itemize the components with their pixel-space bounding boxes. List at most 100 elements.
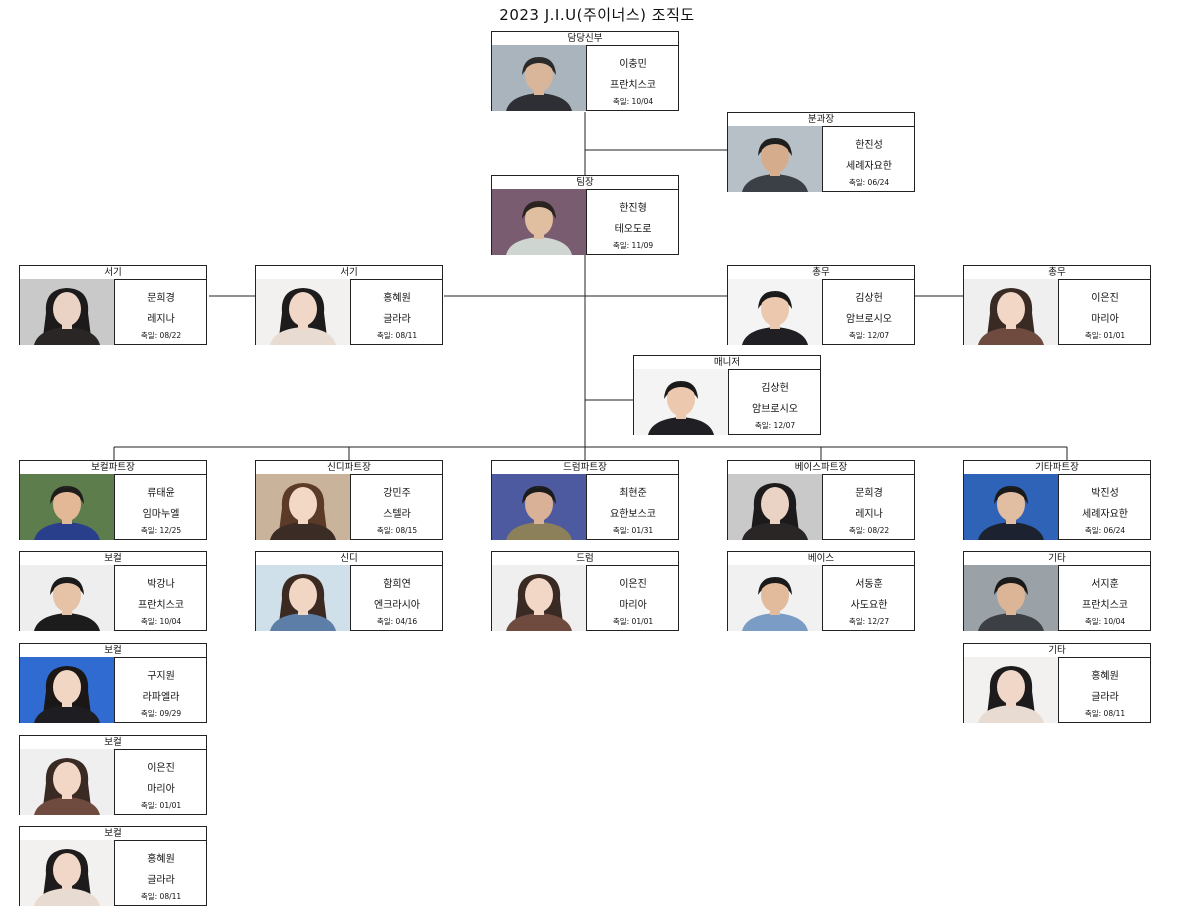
member-card: 보컬 박강나 프란치스코 축일: 10/04 xyxy=(19,551,207,631)
member-name: 한진형 xyxy=(619,203,647,214)
feast-date: 12/27 xyxy=(867,617,890,626)
member-name: 류태윤 xyxy=(147,488,175,499)
member-photo xyxy=(492,565,587,631)
member-photo xyxy=(728,126,823,192)
member-photo xyxy=(492,45,587,111)
member-card: 서기 문희경 레지나 축일: 08/22 xyxy=(19,265,207,345)
member-card: 신디파트장 강민주 스텔라 축일: 08/15 xyxy=(255,460,443,540)
member-photo xyxy=(964,279,1059,345)
role-label: 신디 xyxy=(256,552,442,566)
role-label: 분과장 xyxy=(728,113,914,127)
baptismal-name: 글라라 xyxy=(383,314,411,325)
feast-date: 01/31 xyxy=(631,526,654,535)
member-card: 신디 함희연 엔크라시아 축일: 04/16 xyxy=(255,551,443,631)
role-label: 담당신부 xyxy=(492,32,678,46)
role-label: 보컬 xyxy=(20,827,206,841)
feast-date: 12/25 xyxy=(159,526,182,535)
role-label: 드럼 xyxy=(492,552,678,566)
feast-date: 01/01 xyxy=(159,801,182,810)
feast-label: 축일: xyxy=(1084,709,1102,718)
member-photo xyxy=(256,565,351,631)
member-photo xyxy=(728,279,823,345)
feast-date: 12/07 xyxy=(867,331,890,340)
role-label: 보컬 xyxy=(20,552,206,566)
member-info: 강민주 스텔라 축일: 08/15 xyxy=(351,474,443,540)
feast-label: 축일: xyxy=(612,241,630,250)
member-name: 홍혜원 xyxy=(147,854,175,865)
member-photo xyxy=(728,474,823,540)
member-card: 드럼파트장 최현준 요한보스코 축일: 01/31 xyxy=(491,460,679,540)
baptismal-name: 글라라 xyxy=(147,875,175,886)
feast-date: 08/22 xyxy=(159,331,182,340)
member-photo xyxy=(256,279,351,345)
member-card: 기타파트장 박진성 세례자요한 축일: 06/24 xyxy=(963,460,1151,540)
role-label: 총무 xyxy=(964,266,1150,280)
feast-day: 축일: 12/07 xyxy=(823,330,915,341)
feast-day: 축일: 12/27 xyxy=(823,616,915,627)
member-card: 드럼 이은진 마리아 축일: 01/01 xyxy=(491,551,679,631)
feast-day: 축일: 10/04 xyxy=(115,616,207,627)
feast-date: 06/24 xyxy=(867,178,890,187)
role-label: 드럼파트장 xyxy=(492,461,678,475)
member-name: 함희연 xyxy=(383,579,411,590)
feast-day: 축일: 08/11 xyxy=(115,891,207,902)
member-name: 이은진 xyxy=(1091,293,1119,304)
baptismal-name: 사도요한 xyxy=(850,600,888,611)
baptismal-name: 세례자요한 xyxy=(1082,509,1128,520)
role-label: 베이스 xyxy=(728,552,914,566)
feast-date: 01/01 xyxy=(631,617,654,626)
member-photo xyxy=(20,657,115,723)
feast-day: 축일: 01/01 xyxy=(1059,330,1151,341)
feast-date: 08/22 xyxy=(867,526,890,535)
member-photo xyxy=(20,474,115,540)
baptismal-name: 프란치스코 xyxy=(610,80,656,91)
member-name: 구지원 xyxy=(147,671,175,682)
feast-date: 10/04 xyxy=(1103,617,1126,626)
feast-date: 06/24 xyxy=(1103,526,1126,535)
baptismal-name: 프란치스코 xyxy=(138,600,184,611)
baptismal-name: 세례자요한 xyxy=(846,161,892,172)
feast-label: 축일: xyxy=(140,892,158,901)
role-label: 베이스파트장 xyxy=(728,461,914,475)
member-info: 홍혜원 글라라 축일: 08/11 xyxy=(1059,657,1151,723)
member-photo xyxy=(492,474,587,540)
member-photo xyxy=(20,840,115,906)
role-label: 기타 xyxy=(964,552,1150,566)
member-photo xyxy=(634,369,729,435)
feast-day: 축일: 06/24 xyxy=(823,177,915,188)
baptismal-name: 요한보스코 xyxy=(610,509,656,520)
feast-day: 축일: 12/25 xyxy=(115,525,207,536)
member-photo xyxy=(20,749,115,815)
feast-label: 축일: xyxy=(376,331,394,340)
member-info: 최현준 요한보스코 축일: 01/31 xyxy=(587,474,679,540)
baptismal-name: 테오도로 xyxy=(614,224,652,235)
member-name: 강민주 xyxy=(383,488,411,499)
baptismal-name: 마리아 xyxy=(147,784,175,795)
feast-day: 축일: 10/04 xyxy=(1059,616,1151,627)
member-name: 이은진 xyxy=(147,763,175,774)
feast-day: 축일: 08/22 xyxy=(115,330,207,341)
member-card: 보컬 이은진 마리아 축일: 01/01 xyxy=(19,735,207,815)
member-card: 기타 서지훈 프란치스코 축일: 10/04 xyxy=(963,551,1151,631)
baptismal-name: 프란치스코 xyxy=(1082,600,1128,611)
member-name: 이은진 xyxy=(619,579,647,590)
member-card: 서기 홍혜원 글라라 축일: 08/11 xyxy=(255,265,443,345)
feast-label: 축일: xyxy=(612,617,630,626)
member-photo xyxy=(256,474,351,540)
member-info: 서동훈 사도요한 축일: 12/27 xyxy=(823,565,915,631)
feast-day: 축일: 01/01 xyxy=(587,616,679,627)
member-photo xyxy=(492,189,587,255)
feast-label: 축일: xyxy=(848,526,866,535)
member-card: 총무 김상헌 암브로시오 축일: 12/07 xyxy=(727,265,915,345)
member-name: 박강나 xyxy=(147,579,175,590)
feast-day: 축일: 01/01 xyxy=(115,800,207,811)
member-name: 서지훈 xyxy=(1091,579,1119,590)
member-photo xyxy=(728,565,823,631)
member-info: 이은진 마리아 축일: 01/01 xyxy=(1059,279,1151,345)
member-info: 한진성 세례자요한 축일: 06/24 xyxy=(823,126,915,192)
feast-label: 축일: xyxy=(1084,526,1102,535)
feast-label: 축일: xyxy=(612,97,630,106)
member-info: 서지훈 프란치스코 축일: 10/04 xyxy=(1059,565,1151,631)
role-label: 보컬파트장 xyxy=(20,461,206,475)
role-label: 기타 xyxy=(964,644,1150,658)
